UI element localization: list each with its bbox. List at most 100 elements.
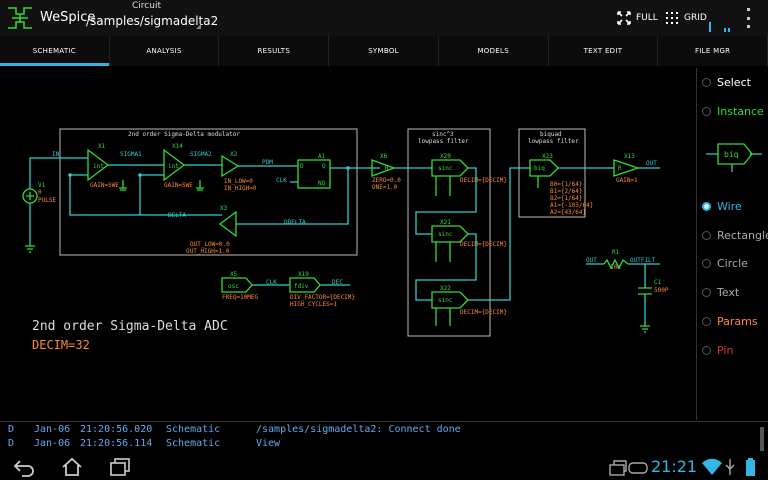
log-level: D — [8, 438, 15, 449]
v1-type: PULSE — [38, 197, 56, 204]
tool-circle[interactable]: Circle — [697, 253, 768, 273]
log-source: Schematic — [166, 438, 221, 449]
x5-freq: FREQ=10MEG — [222, 294, 259, 301]
biquad-x23[interactable] — [529, 159, 559, 177]
log-date: Jan-06 — [34, 424, 71, 435]
clk-label: CLK — [276, 177, 287, 184]
log-source: Schematic — [166, 424, 221, 435]
flipflop-a1[interactable] — [297, 159, 331, 189]
in-net-label: IN — [52, 151, 60, 158]
tool-select[interactable]: Select — [697, 72, 768, 92]
back-icon[interactable] — [12, 457, 36, 477]
a1-q: Q — [322, 163, 326, 170]
tab-schematic[interactable]: SCHEMATIC — [0, 36, 110, 66]
grid-toggle-button[interactable]: GRID — [664, 8, 707, 28]
x6-zero: ZERO=0.0 — [372, 177, 401, 184]
x23-biq: biq — [534, 165, 545, 172]
sigma1-label: SIGMA1 — [120, 151, 142, 158]
modulator-label: 2nd order Sigma-Delta modulator — [128, 131, 240, 138]
x21-name: X21 — [440, 219, 451, 226]
x20-sinc: sinc — [438, 165, 453, 172]
x1-name: X1 — [98, 143, 106, 150]
capacitor-c1[interactable] — [638, 287, 652, 295]
divider-x19[interactable] — [289, 277, 321, 293]
integrator-x1[interactable] — [87, 148, 110, 182]
clkgen-dec-label: DEC — [332, 279, 343, 286]
voltage-source-v1[interactable] — [22, 188, 38, 204]
grid-label: GRID — [684, 13, 707, 23]
x5-osc: osc — [228, 283, 239, 290]
tool-pin-label: Pin — [717, 343, 734, 357]
block-x6[interactable] — [371, 159, 396, 177]
tool-instance[interactable]: Instance — [697, 101, 768, 121]
tool-pin[interactable]: Pin — [697, 340, 768, 360]
x22-name: X22 — [440, 285, 451, 292]
log-time: 21:20:56.020 — [80, 424, 153, 435]
x13-r: R — [618, 165, 622, 172]
comparator-x2[interactable] — [221, 154, 240, 178]
dac-x3[interactable] — [218, 210, 237, 238]
x21-decim: DECIM={DECIM} — [460, 241, 507, 248]
tab-file-mgr[interactable]: FILE MGR — [658, 36, 768, 66]
fullscreen-button[interactable]: FULL — [616, 8, 658, 28]
x5-name: X5 — [230, 271, 238, 278]
radio-selected-icon — [702, 201, 711, 211]
oscillator-x5[interactable] — [221, 277, 253, 293]
sinc-x20[interactable] — [431, 159, 469, 177]
circuit-path-dropdown[interactable]: /samples/sigmadelta2 — [86, 14, 219, 28]
radio-icon — [702, 316, 711, 326]
preview-label: biq — [724, 150, 739, 159]
log-scrollbar[interactable] — [760, 427, 764, 451]
sinc-x21[interactable] — [431, 225, 469, 243]
tool-rectangle-label: Rectangle — [717, 228, 768, 242]
radio-icon — [702, 258, 711, 268]
tool-circle-label: Circle — [717, 256, 748, 270]
x19-fdiv: fdiv — [294, 283, 309, 290]
tool-params[interactable]: Params — [697, 311, 768, 331]
tab-results[interactable]: RESULTS — [219, 36, 330, 66]
tab-analysis[interactable]: ANALYSIS — [110, 36, 220, 66]
x3-name: X3 — [220, 205, 228, 212]
a1-d: D — [300, 163, 304, 170]
x14-name: X14 — [172, 143, 183, 150]
tool-rectangle[interactable]: Rectangle — [697, 225, 768, 245]
x1-int: int — [93, 163, 104, 170]
biq-b2: B2={1/64} — [550, 195, 583, 202]
r1-name: R1 — [612, 249, 620, 256]
rc-outfilt-label: OUTFILT — [630, 257, 656, 264]
tab-symbol[interactable]: SYMBOL — [329, 36, 439, 66]
tool-select-label: Select — [717, 75, 751, 89]
v1-value: 0 — [38, 189, 42, 196]
instance-preview[interactable]: biq — [704, 134, 764, 174]
log-date: Jan-06 — [34, 438, 71, 449]
schematic-title: 2nd order Sigma-Delta ADC — [32, 319, 228, 334]
x14-gain: GAIN=SWE — [164, 182, 193, 189]
title-bar: WeSpice Circuit /samples/sigmadelta2 FUL… — [0, 0, 768, 36]
sinc-x22[interactable] — [431, 291, 469, 309]
tool-text[interactable]: Text — [697, 282, 768, 302]
overflow-menu-button[interactable] — [742, 8, 754, 28]
tab-text-edit[interactable]: TEXT EDIT — [549, 36, 659, 66]
main-tabs: SCHEMATIC ANALYSIS RESULTS SYMBOL MODELS… — [0, 36, 768, 66]
rc-out-label: OUT — [586, 257, 597, 264]
x19-name: X19 — [298, 271, 309, 278]
radio-icon — [702, 287, 711, 297]
ground-icon — [25, 245, 35, 253]
c1-value: 500P — [654, 287, 669, 294]
wifi-icon — [702, 458, 722, 475]
v1-name: V1 — [38, 182, 46, 189]
tab-models[interactable]: MODELS — [439, 36, 549, 66]
battery-icon — [746, 458, 755, 476]
x6-one: ONE=1.0 — [372, 184, 398, 191]
biq-a1: A1={-103/64} — [550, 202, 593, 209]
schematic-canvas[interactable]: .w{stroke:#33cccc;stroke-width:1.3;fill:… — [0, 68, 694, 420]
x19-hc: HIGH_CYCLES=1 — [290, 301, 337, 308]
resistor-r1[interactable] — [603, 258, 629, 270]
radio-icon — [702, 345, 711, 355]
recent-apps-icon[interactable] — [108, 457, 132, 477]
modulator-box — [59, 128, 358, 256]
tool-wire[interactable]: Wire — [697, 196, 768, 216]
home-icon[interactable] — [60, 457, 84, 477]
context-label: Circuit — [132, 1, 161, 11]
system-nav-bar — [0, 454, 768, 480]
